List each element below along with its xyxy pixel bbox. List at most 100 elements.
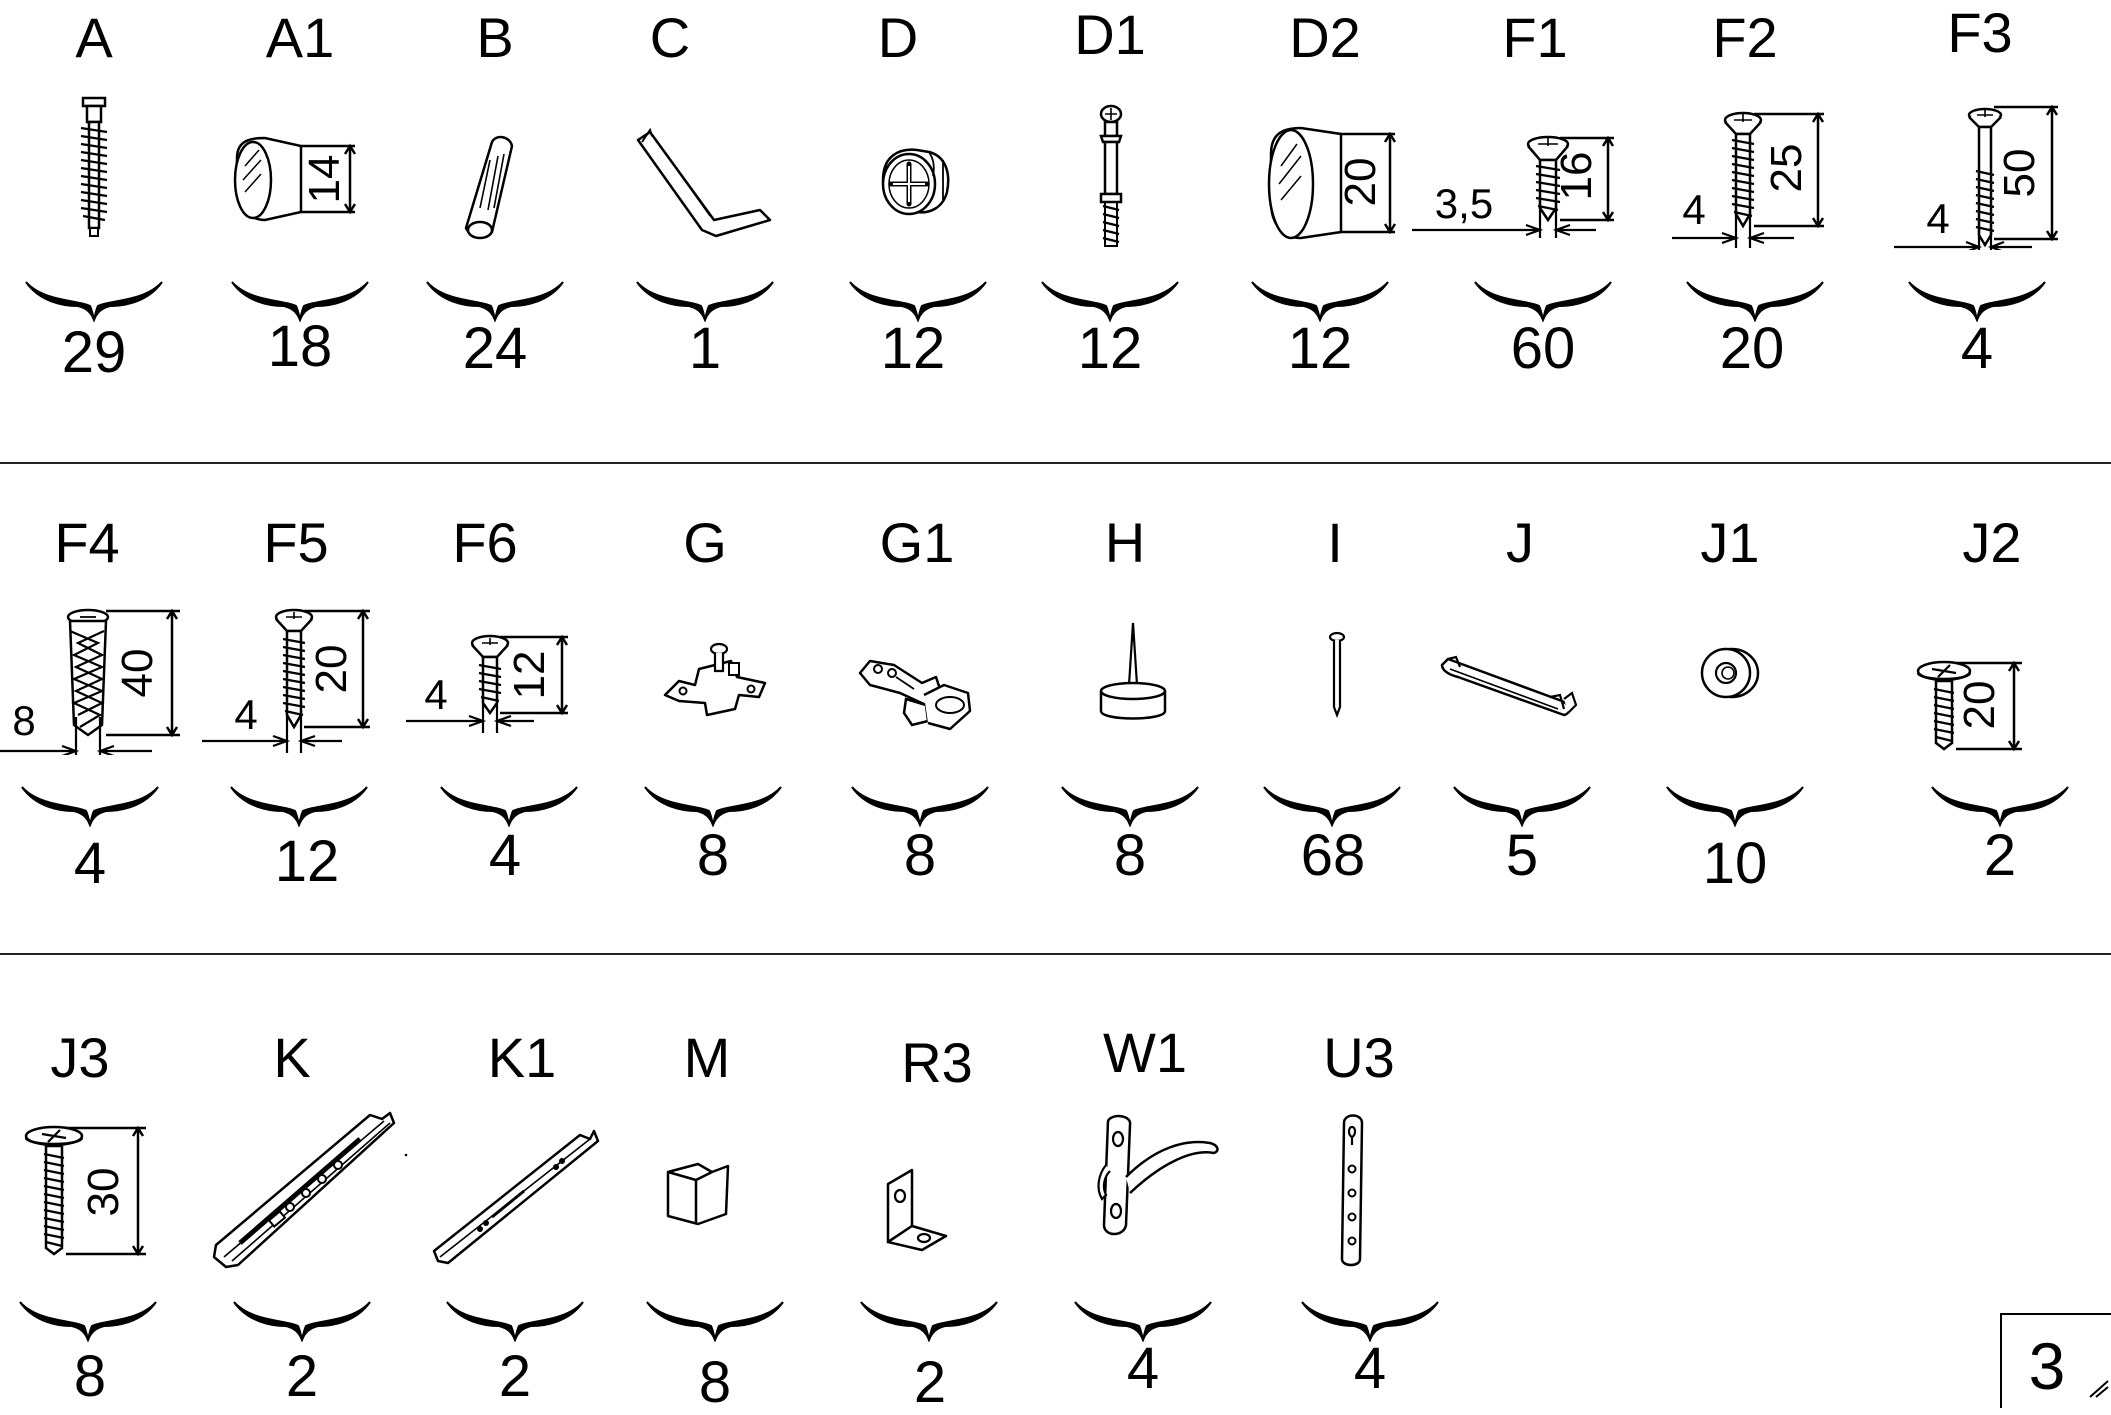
quantity-brace — [644, 786, 782, 827]
part-label: F5 — [263, 511, 329, 574]
dimension-label: 16 — [1552, 152, 1601, 201]
dimension-label: 40 — [113, 649, 162, 698]
part-D: D 12 — [833, 10, 1003, 410]
part-label: F3 — [1947, 1, 2013, 64]
part-label: A — [75, 6, 113, 69]
cabinet-hinge-icon — [858, 659, 972, 731]
part-label: F6 — [452, 511, 518, 574]
cam-lock-icon — [881, 148, 950, 216]
part-F5: F5 20 4 12 — [202, 515, 395, 915]
hex-key-icon — [636, 127, 772, 238]
quantity: 2 — [913, 1350, 947, 1415]
drawer-slide-icon — [432, 1129, 600, 1265]
part-label: D1 — [1074, 3, 1146, 66]
quantity: 4 — [1126, 1336, 1160, 1401]
dimension-label: 3,5 — [1435, 180, 1493, 227]
page-number-box: 3 — [2000, 1313, 2111, 1408]
quantity-brace — [646, 1301, 784, 1342]
row-divider — [0, 953, 2111, 955]
dimension-label: 12 — [505, 651, 554, 700]
part-label: J3 — [50, 1026, 110, 1089]
short-wood-screw-icon: 12 4 — [406, 634, 569, 733]
handle-screw-icon: 30 — [24, 1125, 146, 1257]
part-label: G — [683, 511, 727, 574]
wall-plug-icon: 40 8 — [0, 608, 180, 755]
quantity: 1 — [688, 316, 722, 381]
part-G: G 8 — [635, 515, 805, 915]
part-label: M — [683, 1026, 731, 1089]
part-J: J 5 — [1440, 515, 1650, 915]
quantity-brace — [231, 281, 369, 322]
quantity: 2 — [498, 1344, 532, 1409]
wood-screw-icon: 16 3,5 — [1412, 135, 1615, 238]
part-F3: F3 50 4 4 — [1894, 5, 2080, 410]
quantity: 4 — [1960, 316, 1994, 381]
part-label: K1 — [487, 1026, 557, 1089]
part-label: J2 — [1962, 511, 2022, 574]
dimension-label: 50 — [1995, 149, 2044, 198]
dimension-label: 20 — [1955, 681, 2004, 730]
part-label: H — [1104, 511, 1146, 574]
nail-icon — [1328, 631, 1346, 719]
quantity-brace — [1041, 281, 1179, 322]
drawer-slide-icon — [212, 1111, 408, 1269]
part-J2: J2 20 2 — [1916, 515, 2095, 915]
quantity-brace — [1908, 281, 2046, 322]
part-label: F4 — [54, 511, 120, 574]
quantity: 8 — [903, 823, 937, 888]
wood-screw-icon: 20 4 — [202, 608, 370, 753]
part-F4: F4 40 8 4 — [0, 511, 180, 915]
quantity-brace — [233, 1301, 371, 1342]
quantity-brace — [1251, 281, 1389, 322]
quantity: 29 — [61, 320, 127, 385]
quantity-brace — [230, 786, 368, 827]
quantity: 24 — [462, 316, 528, 381]
handle-icon — [1440, 655, 1578, 717]
dimension-label: 8 — [12, 697, 35, 744]
part-K1: K1 2 — [432, 1030, 615, 1408]
part-U3: U3 4 — [1290, 1030, 1460, 1406]
quantity: 2 — [285, 1344, 319, 1409]
part-label: C — [649, 6, 691, 69]
quantity-brace — [1061, 786, 1199, 827]
part-R3: R3 2 — [860, 1030, 1035, 1414]
part-label: F1 — [1502, 6, 1568, 69]
part-B: B 24 — [410, 10, 580, 410]
part-W1: W1 4 — [1074, 1025, 1250, 1406]
quantity-brace — [1474, 281, 1612, 322]
quantity: 5 — [1505, 823, 1539, 888]
angle-bracket-icon — [886, 1168, 948, 1252]
quantity: 8 — [698, 1350, 732, 1415]
part-label: K — [273, 1026, 311, 1089]
quantity: 12 — [274, 829, 340, 894]
part-J1: J1 10 — [1666, 515, 1860, 915]
quantity-brace — [849, 281, 987, 322]
part-label: D2 — [1289, 6, 1361, 69]
long-wood-screw-icon: 50 4 — [1894, 104, 2059, 250]
quantity-brace — [1074, 1301, 1212, 1342]
part-F2: F2 25 4 20 — [1670, 10, 1840, 410]
furniture-glide-icon — [1099, 622, 1167, 720]
quantity: 4 — [488, 823, 522, 888]
quantity: 8 — [1113, 823, 1147, 888]
part-label: F2 — [1712, 6, 1778, 69]
part-H: H 8 — [1045, 515, 1215, 915]
part-label: R3 — [901, 1031, 973, 1094]
part-G1: G1 8 — [840, 515, 1010, 915]
quantity: 4 — [1353, 1336, 1387, 1401]
corner-block-icon — [666, 1162, 730, 1226]
quantity: 20 — [1719, 316, 1785, 381]
part-D2: D2 20 12 — [1235, 10, 1405, 410]
dimension-label: 14 — [300, 155, 349, 204]
part-label: G1 — [879, 511, 955, 574]
part-C: C 1 — [620, 10, 790, 410]
part-A: A 29 — [9, 10, 179, 410]
dimension-label: 4 — [424, 671, 447, 718]
quantity-brace — [21, 786, 159, 827]
part-label: J — [1506, 511, 1534, 574]
quantity-brace — [1666, 786, 1804, 827]
quantity: 2 — [1983, 823, 2017, 888]
ring-spacer-icon — [1700, 647, 1760, 699]
part-J3: J3 30 8 — [0, 1026, 170, 1408]
